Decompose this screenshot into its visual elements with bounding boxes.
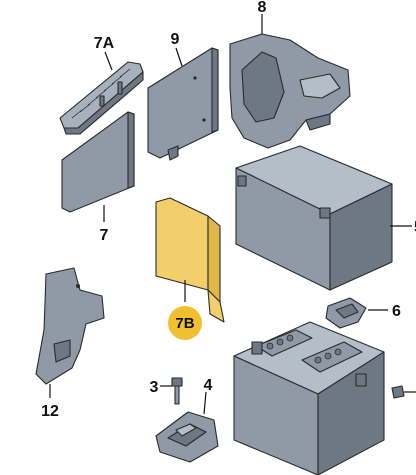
callout-label-7a: 7A [94,35,115,52]
part-7b-insulation-sleeve [155,197,225,323]
callout-label-7: 7 [100,227,109,244]
callout-7b: 7B [168,280,202,340]
callout-label-3: 3 [150,379,159,396]
part-2-bolt: 2 [391,385,416,399]
callout-label-9: 9 [171,31,180,48]
callout-label-6: 6 [392,303,401,320]
part-8-battery-housing [229,33,351,149]
callout-7: 7 [100,205,109,244]
part-7a-vent-grille [59,61,144,135]
callout-label-5: 5 [414,219,416,236]
callout-9: 9 [171,31,183,67]
callout-5: 5 [390,219,416,236]
part-7-insulation-panel [61,111,135,213]
part-battery-lower [233,321,385,475]
callout-8: 8 [258,0,267,34]
callout-label-7b: 7B [175,315,194,332]
part-9-cover-plate [147,47,219,161]
callout-label-4: 4 [204,377,213,394]
part-4-hold-down-clamp [155,411,219,463]
part-3-screw: 3 [150,377,183,405]
callout-label-8: 8 [258,0,267,16]
part-5-battery [235,145,393,291]
callout-6: 6 [368,303,401,320]
callout-12: 12 [41,384,59,420]
callout-4: 4 [203,377,213,415]
callout-label-12: 12 [41,403,59,420]
part-12-side-insulation [35,267,105,385]
part-6-bracket-clip [325,297,367,329]
highlight-badge [168,306,202,340]
callout-7a: 7A [94,35,115,71]
